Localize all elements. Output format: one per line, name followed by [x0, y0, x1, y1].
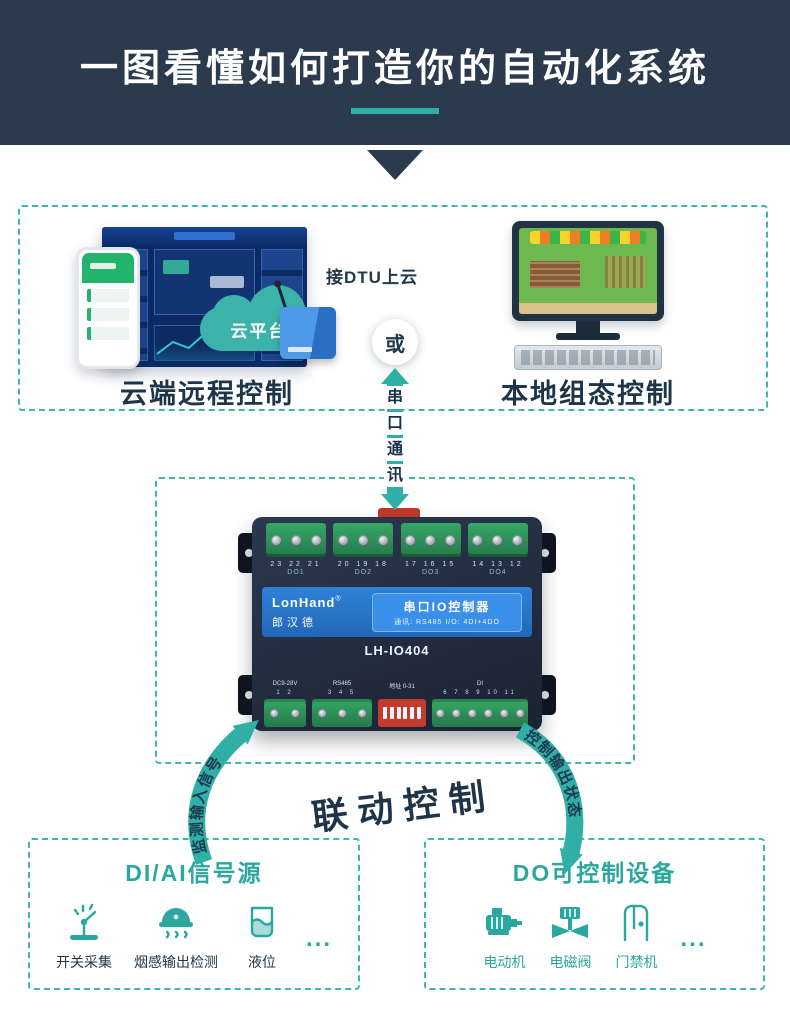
- do-box-title: DO可控制设备: [512, 860, 677, 886]
- monitor-screen: [519, 228, 657, 314]
- brand-block: LonHand® 郎汉德: [272, 594, 341, 630]
- local-control-caption: 本地组态控制: [501, 379, 675, 409]
- di-sources-box: DI/AI信号源 开关采集: [28, 838, 360, 990]
- do-item-valve: 电磁阀: [548, 901, 592, 972]
- arrow-up-icon: [381, 368, 409, 384]
- di-item-switch: 开关采集: [56, 901, 112, 972]
- cloud-control-caption: 云端远程控制: [120, 379, 294, 409]
- keyboard: [514, 345, 662, 370]
- do-item-motor: 电动机: [482, 901, 526, 972]
- dtu-body: [280, 307, 336, 359]
- title-underline: [351, 108, 439, 114]
- power-terminal-section: DC9-28V 1 2: [264, 681, 306, 727]
- do-items: 电动机 电磁阀 门禁: [482, 901, 706, 972]
- brand-name-cn: 郎汉德: [272, 617, 317, 629]
- control-options-box: 云平台 接DTU上云 或 云端远程控制 本地组态控制: [18, 205, 768, 411]
- dip-switch-section: 地址 0-31: [378, 681, 426, 727]
- serial-comm-arrow: 串 口 通 讯: [381, 368, 409, 510]
- screen-graphic: [604, 255, 646, 289]
- switch-sensor-icon: [69, 903, 98, 940]
- or-badge: 或: [372, 319, 418, 365]
- di-box-title: DI/AI信号源: [125, 860, 263, 886]
- dtu-cloud-note: 接DTU上云: [326, 268, 418, 287]
- monitor-stand: [576, 321, 600, 333]
- di-item-level: 液位: [240, 901, 284, 972]
- screen-banner: [530, 231, 646, 244]
- di-more-ellipsis: ...: [305, 925, 332, 952]
- phone-app-row: [87, 308, 129, 321]
- serial-comm-label: 串 口 通 讯: [381, 386, 409, 490]
- cloud-platform-label: 云平台: [230, 322, 288, 341]
- di-terminal-section: DI 6 7 8 9 10 11: [432, 681, 528, 727]
- brand-name: LonHand: [272, 595, 336, 610]
- terminal-block: [432, 699, 528, 727]
- motor-icon: [486, 908, 523, 935]
- dip-switch: [378, 699, 426, 727]
- terminal-block: [266, 523, 326, 557]
- product-badge: 串口IO控制器 通讯: RS485 I/O: 4DI+4DO: [372, 592, 522, 632]
- dtu-device: [277, 285, 336, 359]
- solenoid-valve-icon: [552, 907, 589, 938]
- phone-app-row: [87, 289, 129, 302]
- terminal-block: [312, 699, 372, 727]
- access-control-icon: [624, 904, 649, 942]
- page-title: 一图看懂如何打造你的自动化系统: [79, 48, 710, 90]
- di-item-smoke: 烟感输出检测: [134, 901, 218, 972]
- product-type: 串口IO控制器: [403, 599, 491, 614]
- phone-app-row: [87, 327, 129, 340]
- terminal-block: [264, 699, 306, 727]
- terminal-block: [400, 523, 461, 557]
- do-devices-box: DO可控制设备 电动机: [424, 838, 765, 990]
- do-more-ellipsis: ...: [680, 925, 707, 952]
- rs485-terminal-section: RS485 3 4 5: [312, 681, 372, 727]
- screen-graphic: [530, 260, 580, 289]
- dashboard-topbar: [102, 227, 307, 245]
- terminal-block: [467, 523, 528, 557]
- registered-mark: ®: [335, 595, 341, 603]
- terminal-block: [333, 523, 394, 557]
- monitor-base: [556, 333, 620, 340]
- do-terminal-row: [266, 523, 528, 557]
- screen-graphic: [519, 302, 657, 314]
- liquid-level-icon: [250, 906, 274, 938]
- device-label-band: LonHand® 郎汉德 串口IO控制器 通讯: RS485 I/O: 4DI+…: [262, 587, 532, 637]
- phone-app-header: [82, 253, 134, 283]
- product-specs: 通讯: RS485 I/O: 4DI+4DO: [394, 618, 500, 626]
- model-number: LH-IO404: [364, 643, 430, 658]
- phone-mockup: [76, 247, 140, 369]
- arrow-down-icon: [381, 494, 409, 510]
- desktop-monitor: [512, 221, 664, 321]
- bottom-terminal-row: DC9-28V 1 2 RS485 3 4 5 地址 0-31 DI 6 7 8…: [264, 681, 530, 727]
- smoke-detector-icon: [158, 908, 193, 939]
- linkage-control-label: 联动控制: [309, 774, 498, 839]
- do-item-access: 门禁机: [614, 901, 658, 972]
- down-triangle-icon: [367, 150, 423, 180]
- di-items: 开关采集 烟感输出检测 液位: [56, 901, 332, 972]
- phone-screen: [82, 253, 134, 363]
- header-banner: 一图看懂如何打造你的自动化系统: [0, 0, 790, 145]
